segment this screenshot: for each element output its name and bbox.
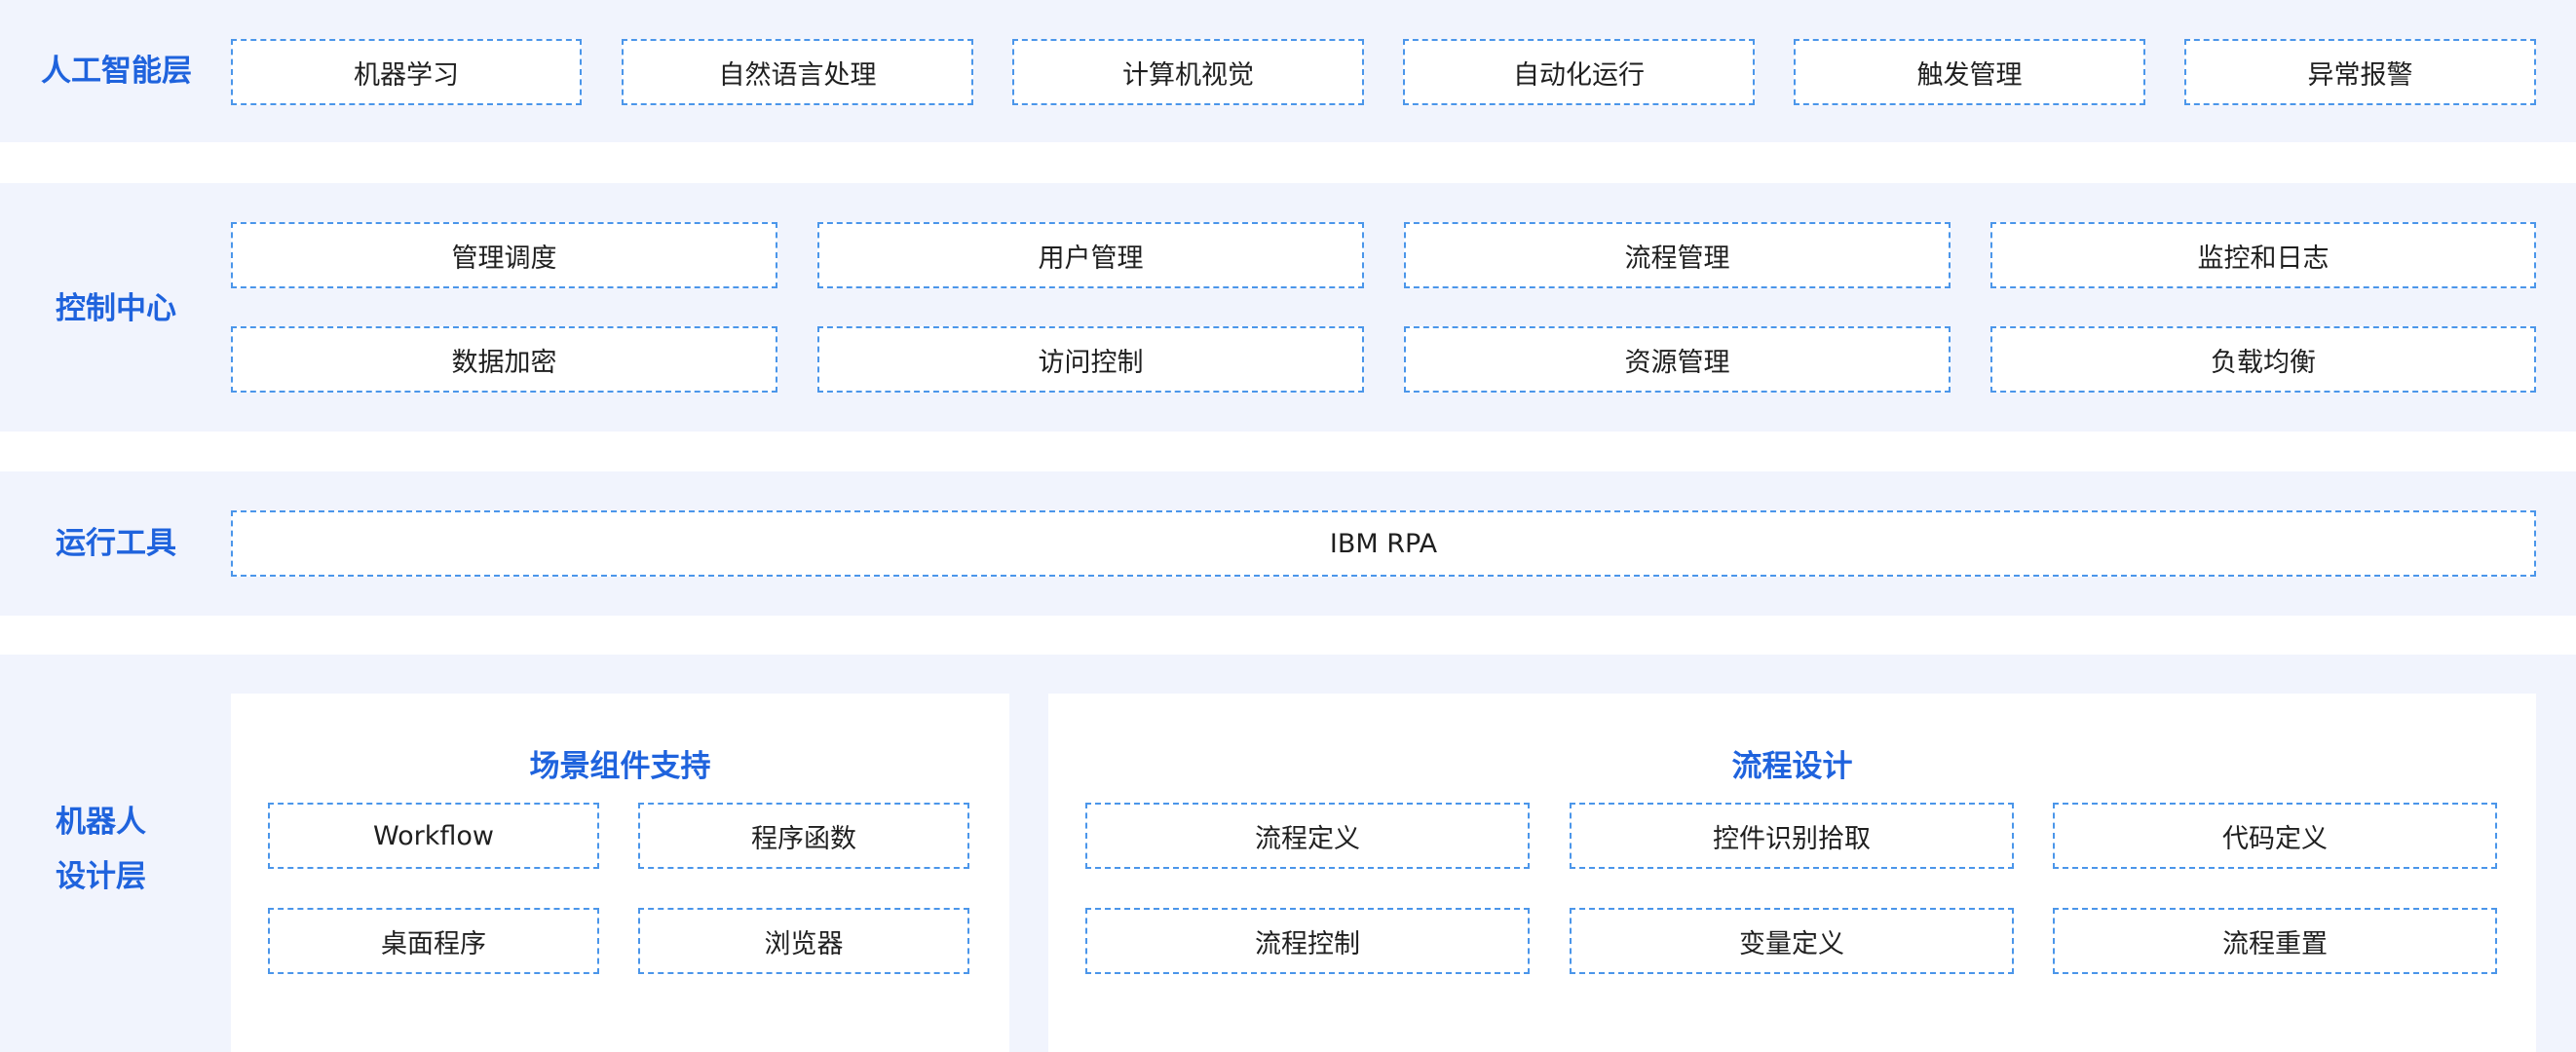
control-item-process-management: 流程管理 bbox=[1404, 222, 1951, 288]
control-item-monitoring-logs: 监控和日志 bbox=[1990, 222, 2536, 288]
ai-item-automation: 自动化运行 bbox=[1403, 39, 1755, 105]
robot-design-title-line2: 设计层 bbox=[56, 859, 146, 894]
control-item-resource-management: 资源管理 bbox=[1404, 326, 1951, 393]
scene-components-title: 场景组件支持 bbox=[529, 749, 711, 784]
process-item-variable-definition: 变量定义 bbox=[1570, 908, 2014, 974]
scene-item-browser: 浏览器 bbox=[638, 908, 969, 974]
robot-design-band: 机器人 设计层 场景组件支持 Workflow 程序函数 桌面程序 浏览器 流程… bbox=[0, 655, 2576, 1052]
robot-design-title-line1: 机器人 bbox=[56, 805, 146, 840]
control-item-access-control: 访问控制 bbox=[817, 326, 1364, 393]
ai-item-exception-alarm: 异常报警 bbox=[2184, 39, 2536, 105]
scene-item-program-functions: 程序函数 bbox=[638, 803, 969, 869]
control-item-user-management: 用户管理 bbox=[817, 222, 1364, 288]
process-item-definition: 流程定义 bbox=[1085, 803, 1530, 869]
ai-layer-band: 人工智能层 机器学习 自然语言处理 计算机视觉 自动化运行 触发管理 异常报警 bbox=[0, 0, 2576, 142]
process-item-control-picking: 控件识别拾取 bbox=[1570, 803, 2014, 869]
ai-item-trigger-management: 触发管理 bbox=[1794, 39, 2145, 105]
ai-item-computer-vision: 计算机视觉 bbox=[1012, 39, 1364, 105]
process-item-reset: 流程重置 bbox=[2053, 908, 2497, 974]
scene-item-desktop-programs: 桌面程序 bbox=[268, 908, 599, 974]
process-design-panel: 流程设计 流程定义 控件识别拾取 代码定义 流程控制 变量定义 流程重置 bbox=[1048, 694, 2536, 1052]
process-item-flow-control: 流程控制 bbox=[1085, 908, 1530, 974]
control-center-band: 控制中心 管理调度 用户管理 流程管理 监控和日志 数据加密 访问控制 资源管理… bbox=[0, 183, 2576, 432]
ai-item-nlp: 自然语言处理 bbox=[622, 39, 973, 105]
scene-components-panel: 场景组件支持 Workflow 程序函数 桌面程序 浏览器 bbox=[231, 694, 1009, 1052]
process-item-code-definition: 代码定义 bbox=[2053, 803, 2497, 869]
runtime-tools-band: 运行工具 IBM RPA bbox=[0, 471, 2576, 616]
ai-item-machine-learning: 机器学习 bbox=[231, 39, 582, 105]
control-item-data-encryption: 数据加密 bbox=[231, 326, 777, 393]
runtime-tools-title: 运行工具 bbox=[56, 526, 176, 561]
runtime-item-ibm-rpa: IBM RPA bbox=[231, 510, 2536, 577]
scene-item-workflow: Workflow bbox=[268, 803, 599, 869]
control-item-scheduling: 管理调度 bbox=[231, 222, 777, 288]
ai-layer-title: 人工智能层 bbox=[41, 54, 192, 89]
process-design-title: 流程设计 bbox=[1731, 749, 1853, 784]
control-center-title: 控制中心 bbox=[56, 291, 176, 326]
control-item-load-balancing: 负载均衡 bbox=[1990, 326, 2536, 393]
